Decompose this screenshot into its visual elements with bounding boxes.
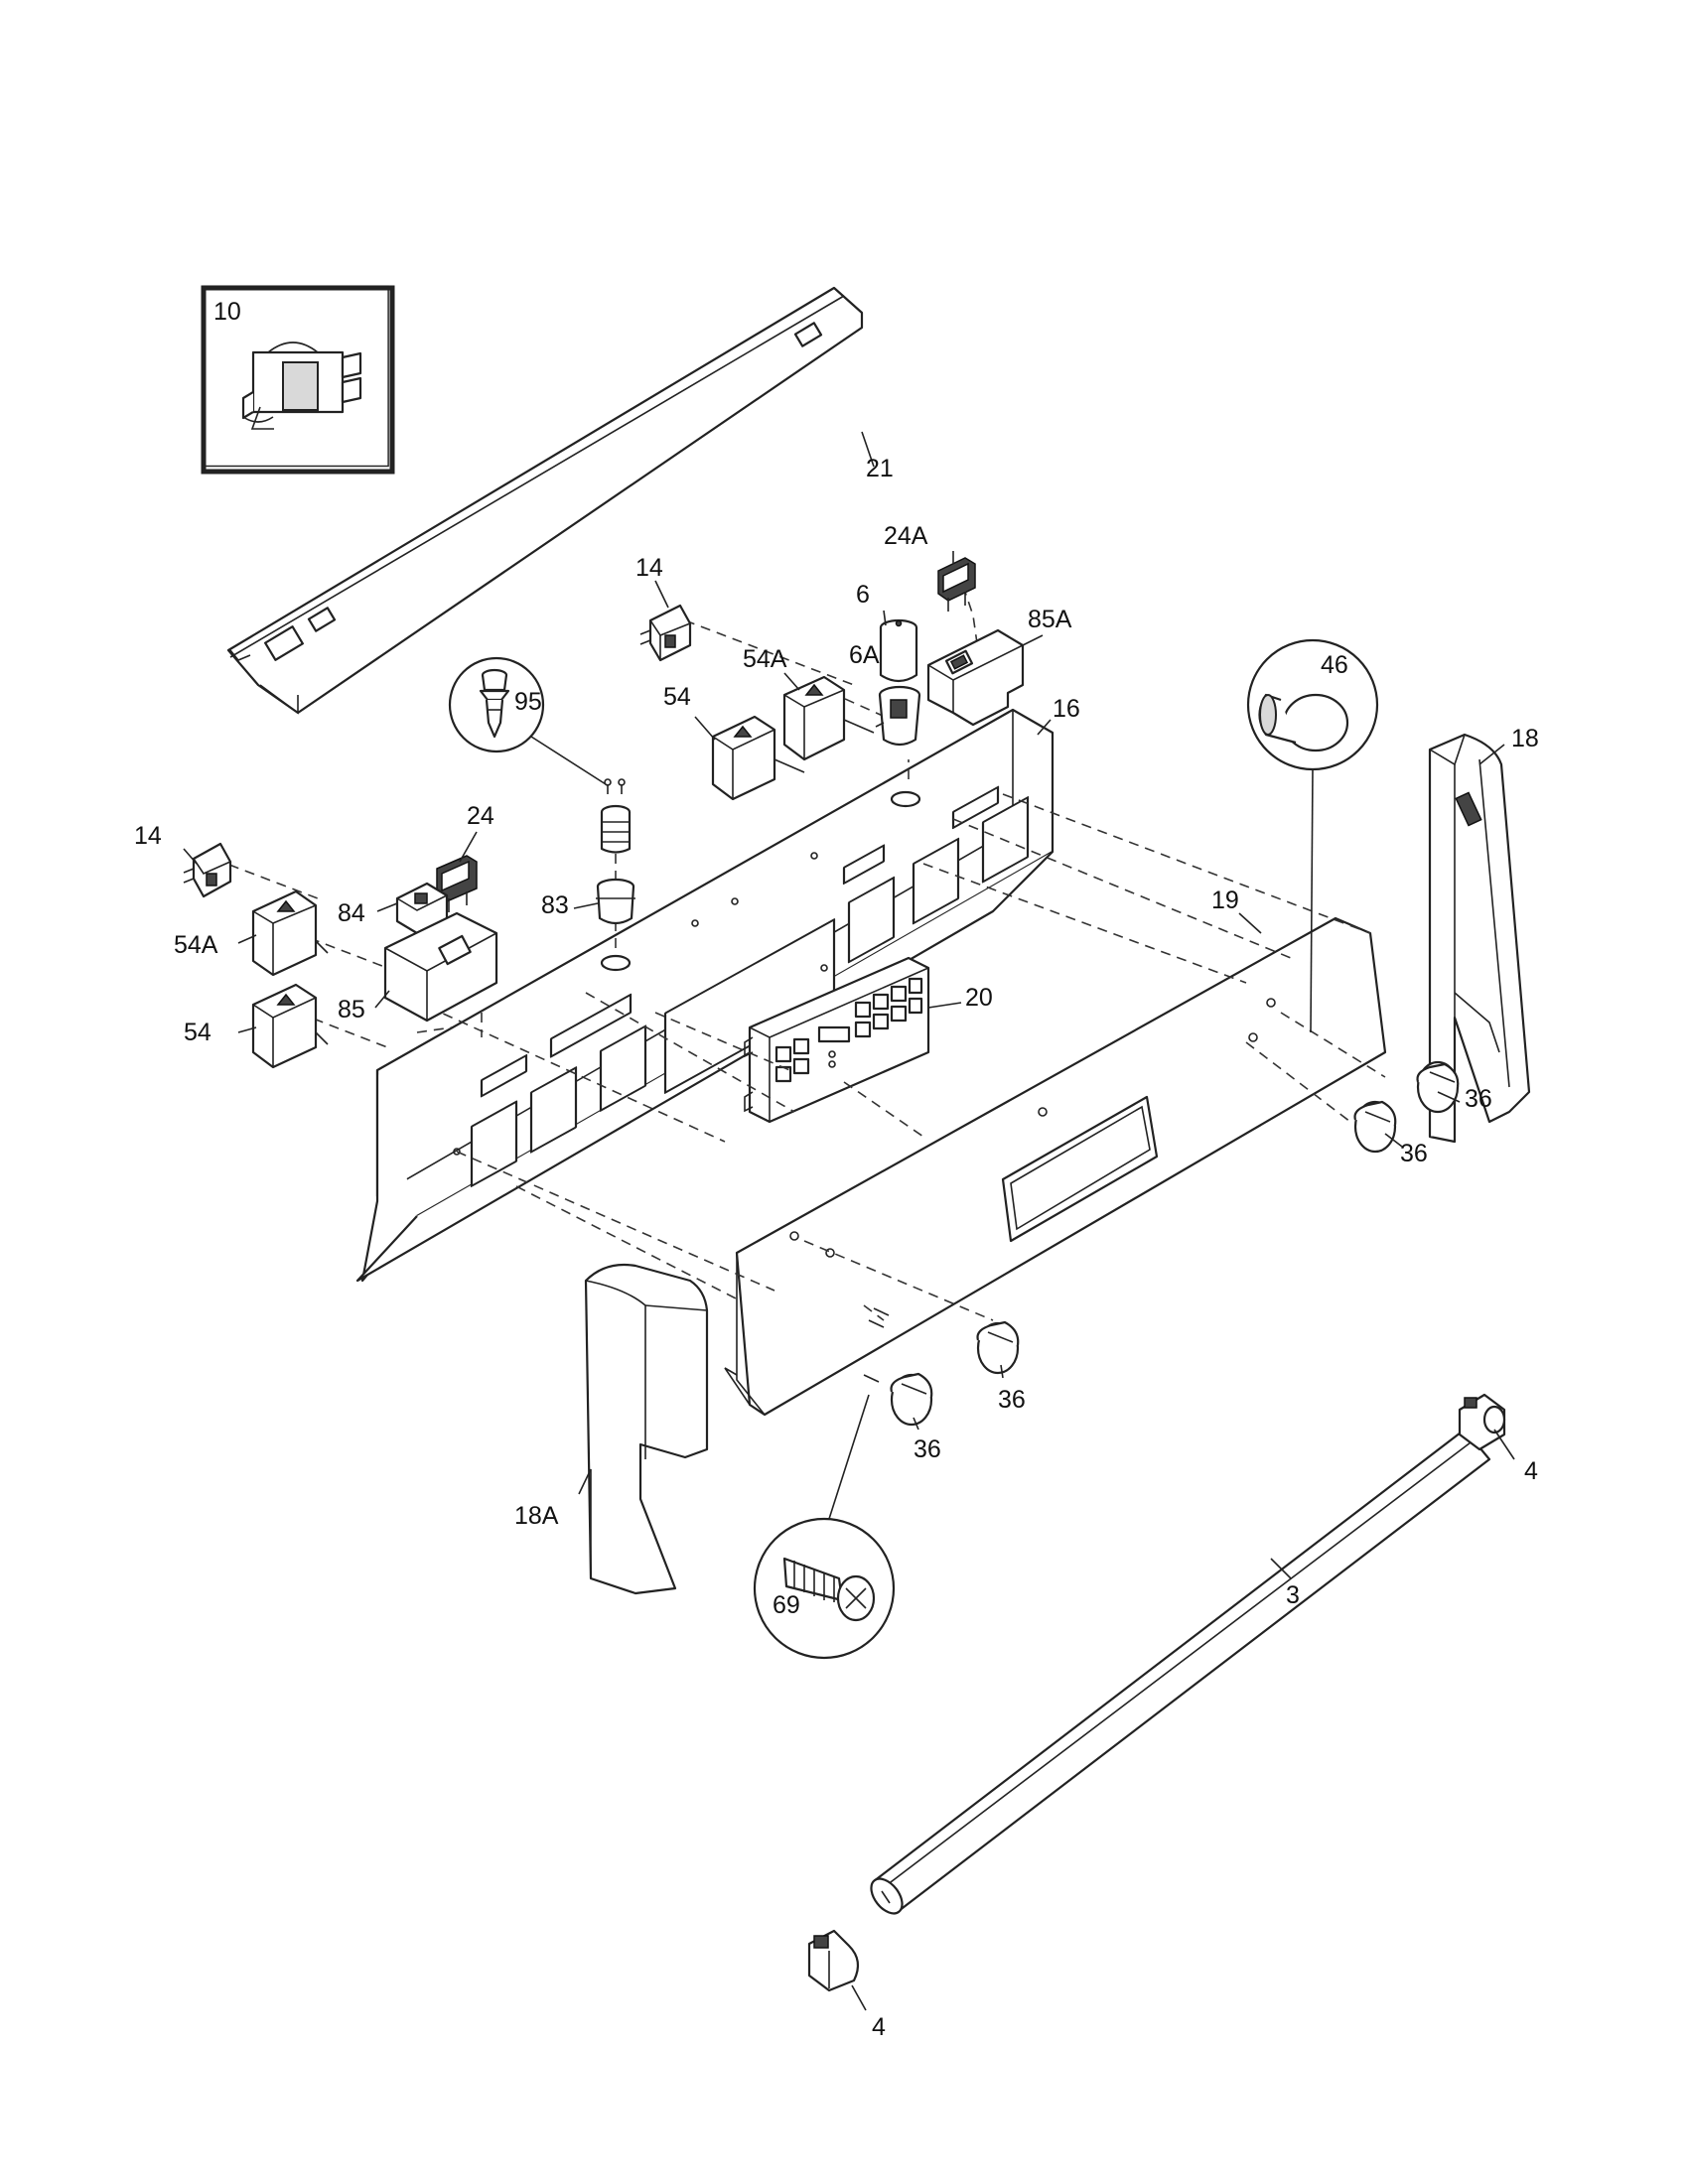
part-16-console-panel	[355, 708, 1055, 1283]
part-14-relay-left	[183, 842, 232, 898]
label-85: 85	[338, 996, 365, 1024]
part-36-knob-c	[976, 1320, 1020, 1375]
part-36-knob-d	[890, 1372, 933, 1427]
label-46: 46	[1321, 651, 1348, 679]
part-4-end-cap-right	[1458, 1393, 1506, 1451]
label-54A-left: 54A	[174, 931, 218, 959]
part-46-detail-circle	[1246, 638, 1379, 1033]
part-54-switch-right	[711, 715, 805, 801]
leader-lines	[183, 431, 1515, 2011]
label-4-right: 4	[1524, 1457, 1538, 1485]
part-36-knob-b	[1353, 1100, 1397, 1154]
label-16: 16	[1053, 695, 1080, 723]
label-18A: 18A	[514, 1502, 559, 1530]
part-4-end-cap-left	[807, 1929, 860, 1992]
label-24A: 24A	[884, 522, 928, 550]
label-3: 3	[1286, 1581, 1300, 1609]
part-20-clock-control	[744, 956, 930, 1124]
label-54A-right: 54A	[743, 645, 787, 673]
label-19: 19	[1211, 887, 1239, 914]
part-21-top-trim	[226, 286, 864, 715]
part-18-right-end-trim	[1428, 733, 1531, 1144]
label-4-left: 4	[872, 2013, 886, 2041]
label-24: 24	[467, 802, 494, 830]
label-69: 69	[773, 1591, 800, 1619]
label-54-left: 54	[184, 1019, 211, 1046]
clock-keypad-icon	[774, 977, 923, 1083]
label-84: 84	[338, 899, 365, 927]
part-85A-housing	[926, 628, 1025, 727]
label-36-b: 36	[1400, 1140, 1428, 1167]
label-10: 10	[213, 298, 241, 326]
label-36-c: 36	[998, 1386, 1026, 1414]
knob-shaft-pins	[868, 1307, 890, 1328]
part-69-screw-detail	[753, 1394, 896, 1660]
part-54A-switch-right	[782, 675, 875, 761]
label-36-a: 36	[1465, 1085, 1492, 1113]
part-85-bracket	[383, 911, 498, 1023]
knob-cap-icon	[1258, 693, 1349, 752]
label-83: 83	[541, 891, 569, 919]
part-54A-switch-left	[251, 889, 329, 977]
part-18A-left-end-trim	[584, 1263, 709, 1595]
part-19-control-panel	[724, 916, 1387, 1417]
label-21: 21	[866, 455, 894, 482]
label-36-d: 36	[914, 1435, 941, 1463]
part-6A-lamp-socket	[875, 685, 921, 747]
callout-labels: 10 21 24A 14 6 85A 6A 54A 46 95 54 16 18…	[134, 298, 1539, 2041]
part-95-detail-circle	[448, 656, 607, 785]
label-14-right: 14	[635, 554, 663, 582]
part-36-knob-a	[1416, 1060, 1460, 1114]
part-54-switch-left	[251, 983, 329, 1069]
transformer-icon	[241, 341, 362, 430]
part-3-handle-tube	[870, 1428, 1491, 1915]
push-pin-icon	[479, 668, 510, 739]
label-20: 20	[965, 984, 993, 1012]
part-6-lamp-cover	[879, 618, 918, 683]
knob-shaft-pin	[863, 1374, 880, 1383]
part-83-lamp-socket	[596, 878, 635, 925]
part-95-bulb-stack	[600, 778, 632, 854]
label-54-right: 54	[663, 683, 691, 711]
part-24A-rocker-switch	[937, 557, 976, 612]
label-14-left: 14	[134, 822, 162, 850]
assembly-lines	[212, 585, 1386, 1321]
part-14-relay-right	[639, 604, 692, 662]
label-6A: 6A	[849, 641, 880, 669]
label-95: 95	[514, 688, 542, 716]
label-18: 18	[1511, 725, 1539, 752]
part-10-inset	[201, 285, 395, 475]
screw-icon	[782, 1557, 876, 1622]
label-6: 6	[856, 581, 870, 609]
label-85A: 85A	[1028, 606, 1072, 633]
